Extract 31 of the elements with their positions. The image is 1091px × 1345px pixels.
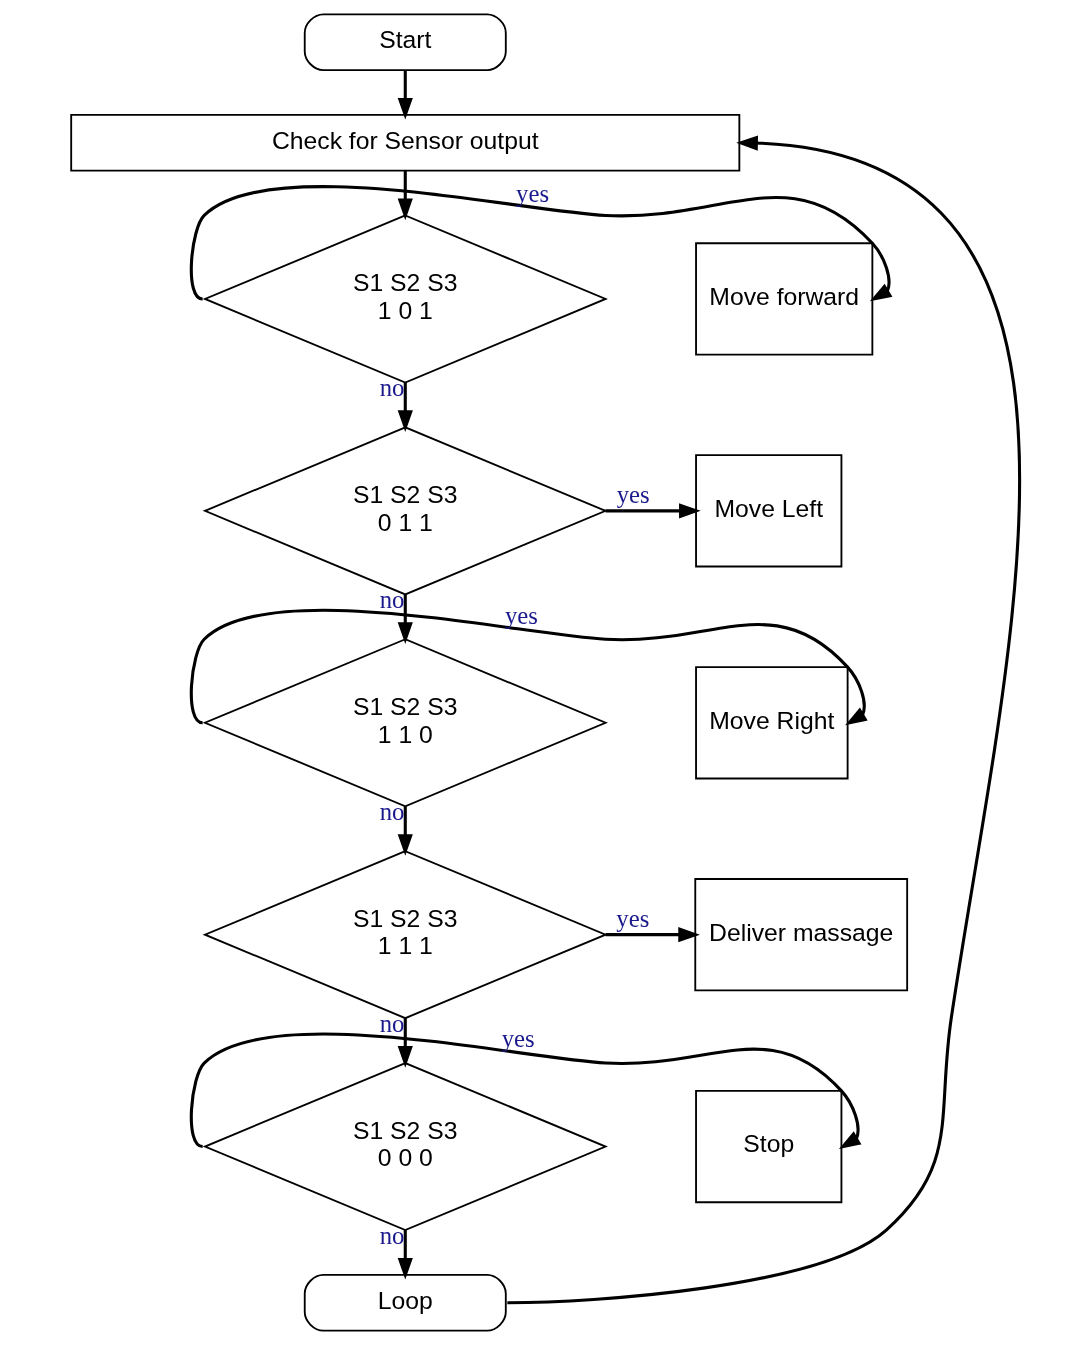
node-box: Move Right: [694, 666, 849, 780]
arrow: [189, 608, 868, 726]
node-box: Deliver massage: [693, 878, 908, 992]
arrow: [397, 170, 413, 221]
arrow: [605, 503, 701, 519]
arrow: [189, 1032, 861, 1149]
node-diamond: S1 S2 S3 1 1 1: [202, 850, 608, 1020]
node-box: Start: [303, 13, 507, 71]
arrow: [397, 382, 413, 433]
node-box: Stop: [694, 1089, 842, 1204]
arrow: [397, 806, 413, 856]
arrow: [506, 135, 1020, 1305]
node-box: Check for Sensor output: [69, 114, 740, 172]
edge-label: yes: [615, 904, 649, 932]
arrow: [397, 594, 413, 644]
arrow: [189, 185, 892, 302]
node-box: Move forward: [694, 242, 873, 356]
node-diamond: S1 S2 S3 1 1 0: [202, 638, 608, 808]
edge-label: yes: [616, 480, 650, 508]
node-box: Move Left: [694, 454, 842, 568]
node-diamond: S1 S2 S3 0 0 0: [202, 1062, 608, 1232]
arrow: [397, 1018, 413, 1068]
arrow: [397, 70, 413, 120]
arrow: [605, 927, 700, 943]
node-diamond: S1 S2 S3 1 0 1: [202, 214, 608, 384]
edge-label: yes: [515, 179, 549, 207]
node-box: Loop: [303, 1274, 507, 1332]
arrow: [397, 1230, 413, 1280]
edge-label: yes: [501, 1024, 535, 1052]
node-diamond: S1 S2 S3 0 1 1: [202, 426, 608, 596]
edge-label: yes: [504, 601, 538, 629]
